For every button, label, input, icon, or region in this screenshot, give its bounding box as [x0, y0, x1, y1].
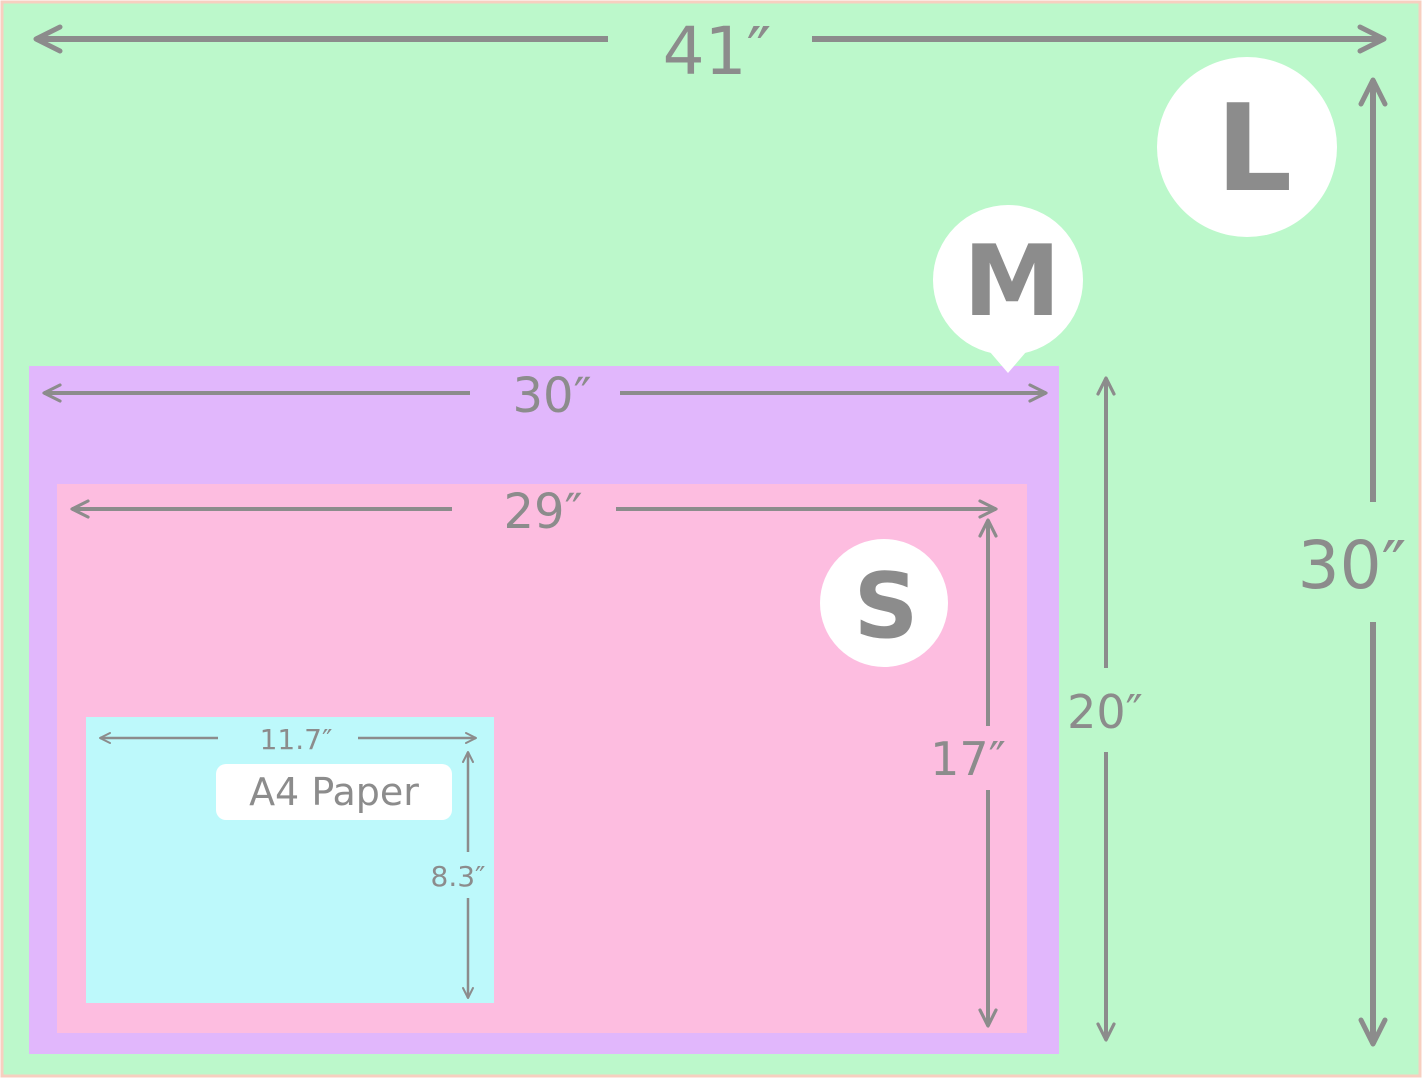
- medium-size-badge: [933, 205, 1083, 373]
- medium-width-label: 30″: [512, 368, 591, 424]
- large-width-label: 41″: [663, 13, 772, 90]
- small-size-badge: [820, 539, 948, 667]
- medium-height-label: 20″: [1067, 685, 1143, 739]
- large-size-badge: [1157, 57, 1337, 237]
- small-height-label: 17″: [930, 732, 1006, 786]
- small-badge-letter: S: [854, 554, 919, 659]
- a4-width-label: 11.7″: [260, 723, 333, 756]
- a4-label-text: A4 Paper: [249, 770, 419, 814]
- small-width-label: 29″: [503, 484, 582, 540]
- large-badge-letter: L: [1216, 80, 1292, 219]
- large-height-label: 30″: [1298, 527, 1407, 604]
- a4-label-box: [216, 764, 452, 820]
- medium-badge-letter: M: [963, 225, 1061, 339]
- a4-height-label: 8.3″: [431, 860, 486, 893]
